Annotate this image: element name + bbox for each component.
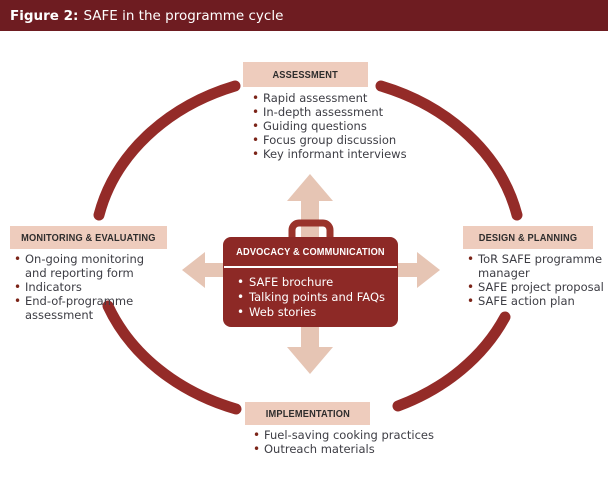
stage-label-text: MONITORING & EVALUATING bbox=[21, 231, 156, 244]
arc-bottom-right bbox=[392, 311, 511, 412]
center-box-title: ADVOCACY & COMMUNICATION bbox=[223, 237, 398, 266]
figure-number-label: Figure 2: bbox=[10, 7, 79, 24]
design-planning-item-list: ToR SAFE programme manager SAFE project … bbox=[467, 252, 605, 308]
arc-top-left bbox=[93, 80, 241, 221]
list-item: Guiding questions bbox=[252, 119, 417, 133]
list-item: Indicators bbox=[14, 280, 149, 294]
list-item: Talking points and FAQs bbox=[223, 290, 398, 305]
stage-label-text: ASSESSMENT bbox=[272, 68, 339, 81]
implementation-item-list: Fuel-saving cooking practices Outreach m… bbox=[253, 428, 448, 456]
arrow-up-icon bbox=[287, 174, 333, 242]
list-item: On-going monitoring and reporting form bbox=[14, 252, 149, 280]
center-box-divider bbox=[224, 266, 397, 268]
stage-label-design-planning: DESIGN & PLANNING bbox=[463, 226, 593, 249]
stage-label-assessment: ASSESSMENT bbox=[243, 62, 368, 87]
arrow-down-icon bbox=[287, 325, 333, 374]
advocacy-item-list: SAFE brochure Talking points and FAQs We… bbox=[223, 275, 398, 320]
arrow-right-icon bbox=[396, 252, 440, 288]
stage-label-text: DESIGN & PLANNING bbox=[478, 231, 578, 244]
list-item: Key informant interviews bbox=[252, 147, 417, 161]
cycle-arcs bbox=[93, 80, 523, 415]
list-item: End-of-programme assessment bbox=[14, 294, 149, 322]
assessment-item-list: Rapid assessment In-depth assessment Gui… bbox=[252, 91, 417, 161]
monitoring-evaluating-item-list: On-going monitoring and reporting form I… bbox=[14, 252, 149, 322]
list-item: Rapid assessment bbox=[252, 91, 417, 105]
list-item: SAFE action plan bbox=[467, 294, 605, 308]
list-item: Outreach materials bbox=[253, 442, 448, 456]
stage-label-monitoring-evaluating: MONITORING & EVALUATING bbox=[10, 226, 167, 249]
list-item: Focus group discussion bbox=[252, 133, 417, 147]
list-item: ToR SAFE programme manager bbox=[467, 252, 605, 280]
center-box-title-text: ADVOCACY & COMMUNICATION bbox=[236, 245, 385, 258]
advocacy-communication-box: ADVOCACY & COMMUNICATION SAFE brochure T… bbox=[223, 237, 398, 327]
list-item: Web stories bbox=[223, 305, 398, 320]
cross-arrows-icon bbox=[182, 174, 440, 374]
list-item: SAFE project proposal bbox=[467, 280, 605, 294]
list-item: Fuel-saving cooking practices bbox=[253, 428, 448, 442]
list-item: SAFE brochure bbox=[223, 275, 398, 290]
stage-label-text: IMPLEMENTATION bbox=[265, 407, 350, 420]
list-item: In-depth assessment bbox=[252, 105, 417, 119]
figure-header-bar: Figure 2: SAFE in the programme cycle bbox=[0, 0, 608, 31]
arrow-left-icon bbox=[182, 252, 226, 288]
arc-bottom-left bbox=[102, 300, 242, 415]
stage-label-implementation: IMPLEMENTATION bbox=[245, 402, 370, 425]
figure-title: SAFE in the programme cycle bbox=[83, 7, 284, 24]
